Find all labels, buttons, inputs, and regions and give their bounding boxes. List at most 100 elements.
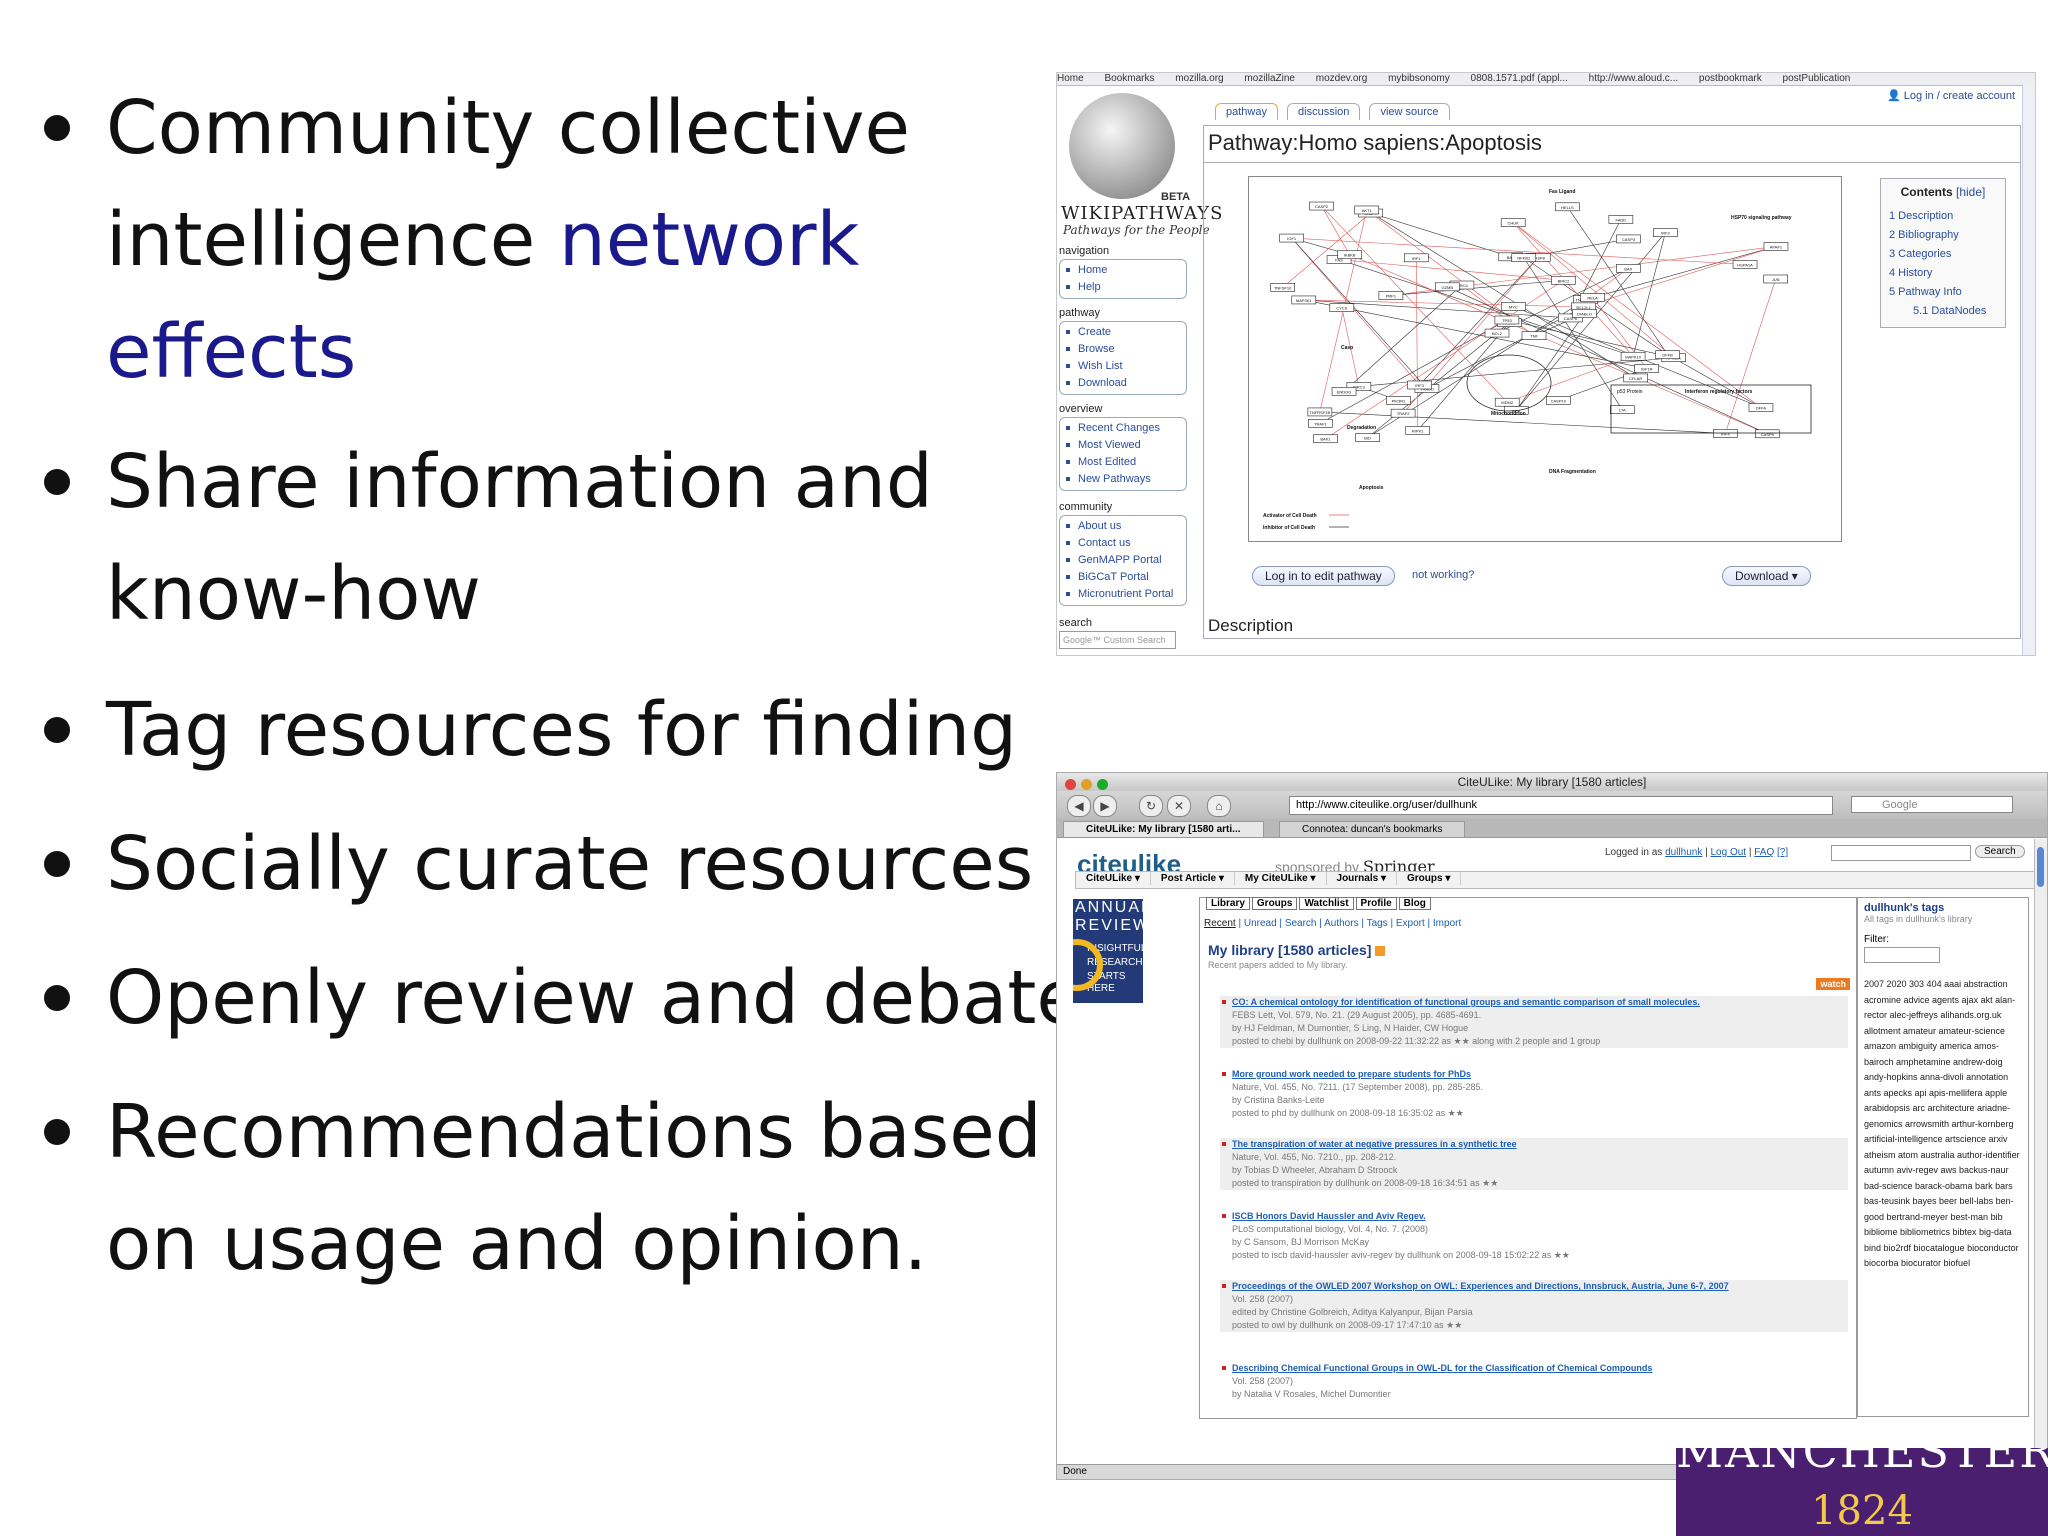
gene-node[interactable] — [1511, 253, 1537, 262]
bookmark[interactable]: mozillaZine — [1244, 73, 1295, 84]
edit-pathway-button[interactable]: Log in to edit pathway — [1252, 566, 1395, 586]
gene-node[interactable] — [1270, 283, 1295, 292]
gene-node[interactable] — [1580, 293, 1605, 302]
gene-node[interactable] — [1551, 275, 1576, 285]
toc-entry[interactable]: 4 History — [1889, 267, 1933, 279]
login-link[interactable]: 👤 Log in / create account — [1886, 90, 2015, 102]
home-icon[interactable]: ⌂ — [1207, 795, 1231, 817]
gene-node[interactable] — [1572, 309, 1597, 318]
site-search-input[interactable] — [1831, 845, 1971, 861]
gene-node[interactable] — [1407, 380, 1432, 390]
nav-item-most-edited[interactable]: Most Edited — [1066, 454, 1186, 471]
gene-node[interactable] — [1307, 407, 1333, 417]
nav-item-home[interactable]: Home — [1066, 262, 1186, 279]
bookmark[interactable]: 0808.1571.pdf (appl... — [1470, 73, 1568, 84]
browser-tab-citeulike[interactable]: CiteULike: My library [1580 arti... — [1063, 821, 1264, 837]
article-title[interactable]: Proceedings of the OWLED 2007 Workshop o… — [1220, 1280, 1848, 1293]
bookmark[interactable]: Bookmarks — [1104, 73, 1155, 84]
tab-watchlist[interactable]: Watchlist — [1299, 897, 1354, 910]
toc-entry[interactable]: 2 Bibliography — [1889, 229, 1959, 241]
gene-node[interactable] — [1713, 429, 1738, 438]
search-button[interactable]: Search — [1975, 845, 2025, 858]
gene-node[interactable] — [1291, 295, 1317, 305]
gene-node[interactable] — [1545, 396, 1571, 405]
article-title[interactable]: More ground work needed to prepare stude… — [1220, 1068, 1848, 1081]
menu-citeulike[interactable]: CiteULike ▾ — [1076, 872, 1151, 885]
nav-item-help[interactable]: Help — [1066, 279, 1186, 296]
reload-icon[interactable]: ↻ — [1139, 795, 1163, 817]
nav-item-micronutrient[interactable]: Micronutrient Portal — [1066, 586, 1186, 603]
filter-input[interactable] — [1864, 947, 1940, 963]
nav-item-contact[interactable]: Contact us — [1066, 535, 1186, 552]
bookmark[interactable]: mozilla.org — [1175, 73, 1224, 84]
tab-view-source[interactable]: view source — [1369, 103, 1450, 120]
gene-node[interactable] — [1755, 429, 1780, 439]
gene-node[interactable] — [1655, 350, 1680, 359]
article-title[interactable]: CO: A chemical ontology for identificati… — [1220, 996, 1848, 1009]
gene-node[interactable] — [1500, 218, 1526, 227]
nav-item-new-pathways[interactable]: New Pathways — [1066, 471, 1186, 488]
gene-node[interactable] — [1748, 403, 1774, 412]
gene-node[interactable] — [1484, 328, 1510, 338]
gene-node[interactable] — [1558, 313, 1583, 323]
gene-node[interactable] — [1763, 274, 1788, 284]
gene-node[interactable] — [1346, 382, 1372, 391]
vertical-scrollbar[interactable] — [2022, 85, 2035, 655]
browser-tab-connotea[interactable]: Connotea: duncan's bookmarks — [1279, 821, 1466, 837]
rss-icon[interactable] — [1375, 946, 1386, 957]
gene-node[interactable] — [1501, 302, 1526, 311]
gene-node[interactable] — [1494, 315, 1520, 325]
gene-node[interactable] — [1279, 233, 1304, 243]
faq-link[interactable]: FAQ — [1754, 847, 1775, 858]
subnav-search[interactable]: Search — [1284, 918, 1317, 929]
globe-logo-icon[interactable] — [1069, 93, 1175, 199]
gene-node[interactable] — [1653, 228, 1678, 237]
gene-node[interactable] — [1309, 201, 1334, 211]
gene-node[interactable] — [1434, 282, 1460, 292]
logout-link[interactable]: Log Out — [1710, 847, 1747, 858]
annual-reviews-ad[interactable]: ANNUAL REVIEWS INSIGHTFUL RESEARCH START… — [1073, 899, 1143, 1003]
article-title[interactable]: The transpiration of water at negative p… — [1220, 1138, 1848, 1151]
menu-groups[interactable]: Groups ▾ — [1397, 872, 1462, 885]
menu-post-article[interactable]: Post Article ▾ — [1151, 872, 1235, 885]
nav-item-about[interactable]: About us — [1066, 518, 1186, 535]
gene-node[interactable] — [1616, 234, 1641, 244]
watch-button[interactable]: watch — [1816, 978, 1850, 990]
forward-icon[interactable]: ▶ — [1093, 795, 1117, 817]
gene-node[interactable] — [1623, 373, 1648, 383]
gene-node[interactable] — [1331, 387, 1357, 396]
tab-pathway[interactable]: pathway — [1215, 103, 1278, 120]
zoom-window-icon[interactable] — [1097, 779, 1108, 790]
subnav-authors[interactable]: Authors — [1324, 918, 1359, 929]
pathway-diagram[interactable]: TNFFASFASLGTNFRSF1BTNFRSF25TRADDFADDCASP… — [1248, 176, 1842, 542]
download-button[interactable]: Download ▾ — [1722, 566, 1811, 586]
toc-entry[interactable]: 3 Categories — [1889, 248, 1952, 260]
nav-item-most-viewed[interactable]: Most Viewed — [1066, 437, 1186, 454]
gene-node[interactable] — [1555, 202, 1580, 212]
article-title[interactable]: ISCB Honors David Haussler and Aviv Rege… — [1220, 1210, 1848, 1223]
nav-item-recent-changes[interactable]: Recent Changes — [1066, 420, 1186, 437]
gene-node[interactable] — [1616, 264, 1641, 273]
nav-item-bigcat[interactable]: BiGCaT Portal — [1066, 569, 1186, 586]
help-link[interactable]: [?] — [1777, 847, 1789, 858]
menu-my-citeulike[interactable]: My CiteULike ▾ — [1235, 872, 1327, 885]
bookmark[interactable]: http://www.aloud.c... — [1588, 73, 1679, 84]
gene-node[interactable] — [1608, 215, 1634, 224]
gene-node[interactable] — [1732, 260, 1758, 269]
tab-library[interactable]: Library — [1206, 897, 1250, 910]
subnav-export[interactable]: Export — [1395, 918, 1425, 929]
stop-icon[interactable]: ✕ — [1167, 795, 1191, 817]
browser-search-input[interactable]: Google — [1851, 796, 2013, 813]
toc-hide-link[interactable]: [hide] — [1955, 185, 1986, 199]
gene-node[interactable] — [1329, 303, 1355, 312]
gene-node[interactable] — [1378, 291, 1404, 300]
not-working-link[interactable]: not working? — [1412, 569, 1475, 581]
bookmark[interactable]: postPublication — [1782, 73, 1851, 84]
subnav-unread[interactable]: Unread — [1243, 918, 1277, 929]
address-bar[interactable]: http://www.citeulike.org/user/dullhunk — [1289, 796, 1833, 815]
gene-node[interactable] — [1634, 364, 1659, 373]
bookmark[interactable]: mozdev.org — [1315, 73, 1368, 84]
gene-node[interactable] — [1390, 408, 1416, 418]
site-brand[interactable]: WIKIPATHWAYS — [1061, 203, 1224, 224]
gene-node[interactable] — [1763, 242, 1789, 251]
